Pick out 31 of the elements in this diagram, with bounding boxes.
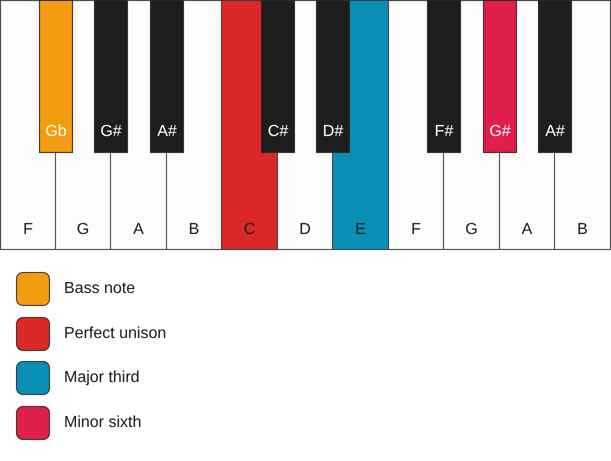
key-label: G [76,221,90,239]
accidental-key [427,0,461,153]
key-label: A# [545,123,565,141]
key-label: D# [322,123,344,141]
key-label: F# [434,123,454,141]
key-label: G# [100,123,122,141]
key-label: C [244,221,256,239]
key-label: F [411,221,421,239]
legend-label: Major third [64,368,140,388]
legend-label: Bass note [64,279,136,299]
accidental-key [316,0,350,153]
key-label: B [188,221,200,239]
key-label: A# [157,123,177,141]
key-label: Gb [45,123,67,141]
key-label: B [577,221,588,239]
accidental-key [150,0,184,153]
key-label: A [133,221,144,239]
accidental-key [538,0,572,153]
key-label: E [355,221,366,239]
accidental-key [483,0,517,153]
key-label: F [23,221,33,239]
key-label: G [465,221,478,239]
key-label: C# [268,123,288,141]
accidental-key [39,0,73,153]
key-label: G# [489,123,511,141]
key-label: D [299,221,311,239]
legend-label: Perfect unison [64,324,166,344]
legend-label: Minor sixth [64,412,142,432]
accidental-key [94,0,128,153]
key-label: A [522,221,532,239]
accidental-key [261,0,295,153]
